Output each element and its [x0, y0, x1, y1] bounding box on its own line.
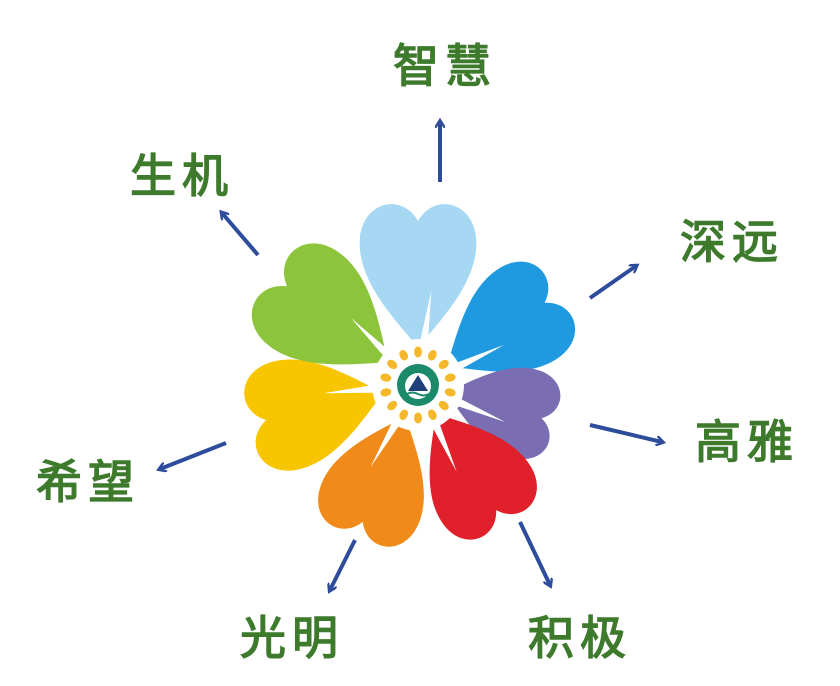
yellow-dot	[414, 412, 422, 424]
petal-light-blue	[359, 204, 477, 347]
yellow-dot	[438, 400, 449, 411]
yellow-dot	[414, 346, 422, 358]
label-profound: 深远	[680, 215, 784, 269]
yellow-dot	[427, 350, 437, 361]
yellow-dot	[438, 359, 449, 370]
yellow-dot	[380, 388, 392, 397]
emblem-wave-icon	[406, 391, 430, 397]
label-vitality: 生机	[130, 149, 234, 203]
yellow-dot	[427, 409, 437, 420]
petal-purple	[446, 367, 561, 459]
petal-orange	[318, 416, 424, 547]
yellow-dot	[399, 350, 409, 361]
petals-group	[244, 204, 576, 547]
label-elegance: 高雅	[695, 415, 799, 469]
center-emblem	[372, 339, 464, 431]
label-positive: 积极	[528, 611, 632, 665]
label-hope: 希望	[36, 455, 140, 509]
yellow-dot	[380, 373, 392, 382]
petal-red	[429, 414, 537, 540]
arrow-vitality	[222, 213, 260, 257]
arrow-profound	[588, 266, 636, 300]
emblem-mountain-icon	[408, 375, 428, 391]
yellow-dot	[387, 400, 398, 411]
petal-yellow	[244, 359, 383, 471]
arrows-group	[160, 122, 662, 590]
yellow-dot	[399, 409, 409, 420]
yellow-dot	[444, 388, 456, 397]
yellow-dot	[444, 373, 456, 382]
arrow-positive	[518, 521, 550, 585]
yellow-dot	[387, 359, 398, 370]
label-wisdom: 智慧	[393, 39, 497, 93]
petal-green	[251, 243, 388, 365]
arrow-elegance	[589, 423, 662, 442]
petal-blue	[447, 261, 576, 372]
arrow-hope	[160, 441, 227, 469]
label-brightness: 光明	[240, 611, 344, 665]
arrow-brightness	[330, 539, 357, 590]
